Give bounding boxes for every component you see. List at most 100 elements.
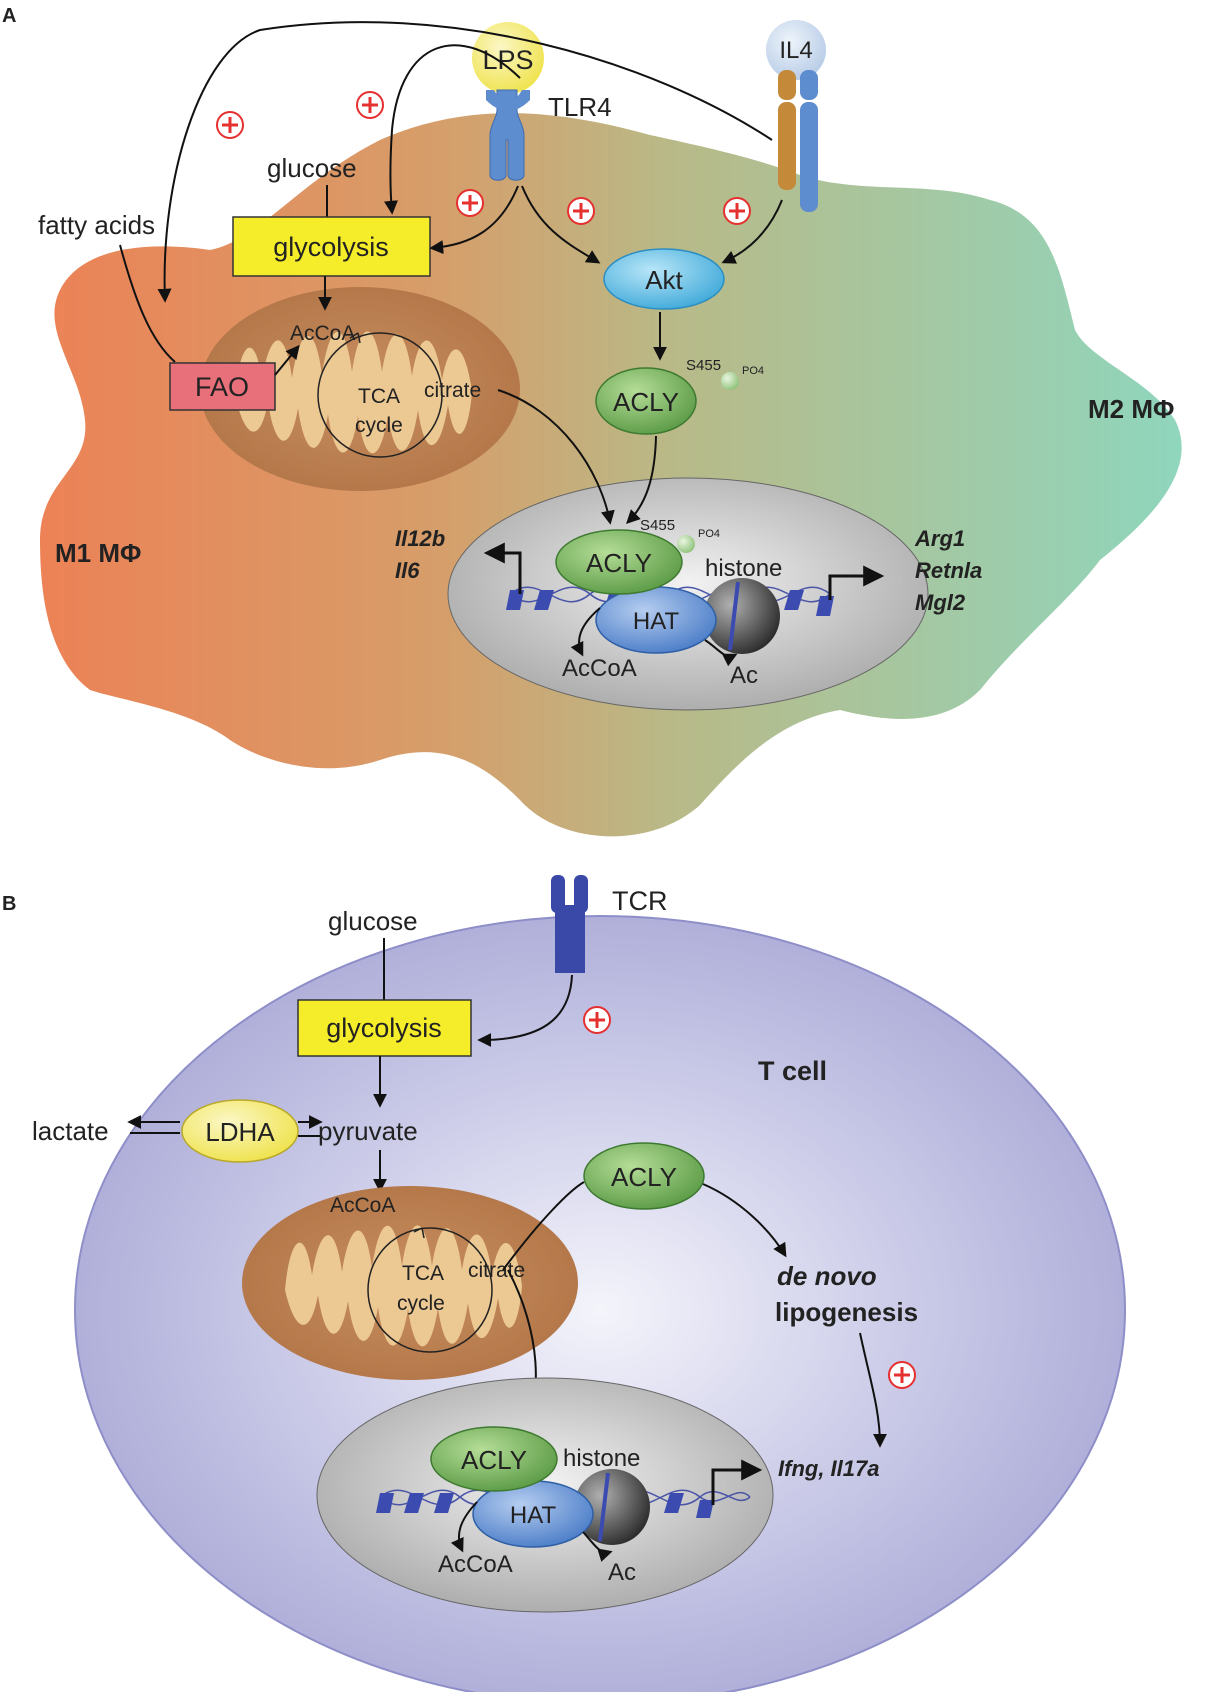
panel-b-label: B <box>2 893 16 915</box>
il4r-gamma-top <box>800 70 818 100</box>
gene-arg1: Arg1 <box>914 526 965 551</box>
plus-icon <box>583 1006 611 1034</box>
arrow-hat-accoa-a <box>570 607 601 657</box>
il4-label: IL4 <box>779 37 812 64</box>
arrow-fao-accoa <box>274 344 300 376</box>
glycolysis-box-a <box>232 216 431 277</box>
cycle-label-b: cycle <box>397 1292 445 1315</box>
hat-label-a: HAT <box>633 608 680 635</box>
acly-cyto-a-label: ACLY <box>613 387 679 417</box>
glycolysis-label-b: glycolysis <box>326 1013 442 1043</box>
arrow-hat-ac-b <box>582 1531 613 1562</box>
m2-label: M2 MΦ <box>1088 394 1174 424</box>
acly-cyto-b <box>583 1142 705 1210</box>
histone-label-a: histone <box>705 555 782 582</box>
acly-cyto-a <box>595 367 697 435</box>
tcr-left-arm <box>551 875 565 913</box>
plus-icon <box>567 197 595 225</box>
tlr4-cup <box>486 90 530 111</box>
akt-node <box>603 248 725 310</box>
glucose-label-b: glucose <box>328 906 418 936</box>
acly-nucleus-b-label: ACLY <box>461 1445 527 1475</box>
histone-dna-a <box>728 581 740 651</box>
histone-dna-b <box>598 1472 610 1542</box>
histone-b <box>574 1469 650 1545</box>
tca-label-a: TCA <box>358 385 400 408</box>
accoa-mito-a: AcCoA <box>290 322 355 345</box>
gene-il6: Il6 <box>395 558 420 583</box>
fatty-acids-line <box>119 244 176 363</box>
ac-label-b: Ac <box>608 1559 636 1586</box>
hat-label-b: HAT <box>510 1502 557 1529</box>
po4-cyto-a: PO4 <box>742 365 764 377</box>
accoa-mito-b: AcCoA <box>330 1194 395 1217</box>
mitochondrion-a <box>200 287 520 491</box>
gene-arrow-b <box>711 1459 763 1505</box>
phospho-ball-cyto-a <box>721 372 739 390</box>
arrow-lipogenesis-genes <box>859 1332 887 1448</box>
il4r-alpha-top <box>778 70 796 100</box>
arrow-citrate-nucleus-a <box>497 389 615 525</box>
gene-ifng-il17a: Ifng, Il17a <box>778 1456 879 1481</box>
tca-label-b: TCA <box>402 1262 444 1285</box>
gene-mgl2: Mgl2 <box>915 590 966 615</box>
pyruvate-label: pyruvate <box>318 1116 418 1146</box>
citrate-label-a: citrate <box>424 379 481 402</box>
tcr-stem <box>555 905 585 973</box>
acly-cyto-b-label: ACLY <box>611 1162 677 1192</box>
il4-ball <box>766 20 826 80</box>
tlr4-receptor <box>489 89 525 181</box>
glycolysis-box-b <box>297 999 472 1057</box>
il4r-gamma-chain <box>800 102 818 212</box>
arrow-acly-nucleus-a <box>626 435 657 524</box>
gene-arrow-left-a <box>483 542 522 594</box>
arrow-tcr-glycolysis <box>477 974 573 1047</box>
gene-il12b: Il12b <box>395 526 445 551</box>
acly-nucleus-b <box>430 1426 558 1492</box>
tlr4-label: TLR4 <box>548 92 612 122</box>
m1-label: M1 MΦ <box>55 538 141 568</box>
phospho-ball-nuc-a <box>677 535 695 553</box>
s455-nuc-a: S455 <box>640 517 675 534</box>
ldha-label: LDHA <box>205 1117 275 1147</box>
macrophage-cell <box>40 113 1182 837</box>
plus-icon <box>356 91 384 119</box>
fatty-acids-label: fatty acids <box>38 210 155 240</box>
lipogenesis-label: lipogenesis <box>775 1297 918 1327</box>
arrow-tlr4-akt <box>521 185 601 264</box>
fao-label: FAO <box>195 372 249 402</box>
arrow-il4-fao <box>157 21 773 303</box>
glucose-label-a: glucose <box>267 153 357 183</box>
arrow-il4-akt <box>721 199 783 264</box>
gene-arrow-right-a <box>828 565 885 600</box>
ac-label-a: Ac <box>730 662 758 689</box>
lactate-label: lactate <box>32 1116 109 1146</box>
acly-nucleus-a <box>555 529 683 595</box>
po4-nuc-a: PO4 <box>698 528 720 540</box>
acly-nucleus-a-label: ACLY <box>586 548 652 578</box>
il4r-alpha-chain <box>778 102 796 190</box>
arrow-tlr4-glycolysis <box>429 185 519 255</box>
plus-icon <box>216 111 244 139</box>
t-cell-label: T cell <box>758 1056 827 1086</box>
panel-a-label: A <box>2 5 16 27</box>
plus-icon <box>888 1361 916 1389</box>
gene-retnla: Retnla <box>915 558 982 583</box>
plus-icon <box>723 197 751 225</box>
histone-label-b: histone <box>563 1445 640 1472</box>
arrow-lps-glycolysis <box>384 44 521 215</box>
fao-box <box>169 362 276 411</box>
glycolysis-label-a: glycolysis <box>273 232 389 262</box>
accoa-nuc-a: AcCoA <box>562 655 637 682</box>
tcr-right-arm <box>574 875 588 913</box>
cycle-label-a: cycle <box>355 414 403 437</box>
arrow-hat-ac-a <box>704 639 738 667</box>
mitochondrion-b <box>242 1186 578 1380</box>
plus-icon <box>456 189 484 217</box>
lps-label: LPS <box>482 45 533 75</box>
line-citrate-acly-b <box>502 1181 585 1271</box>
arrow-acly-lipogenesis <box>702 1183 787 1258</box>
s455-cyto-a: S455 <box>686 357 721 374</box>
accoa-nuc-b: AcCoA <box>438 1551 513 1578</box>
